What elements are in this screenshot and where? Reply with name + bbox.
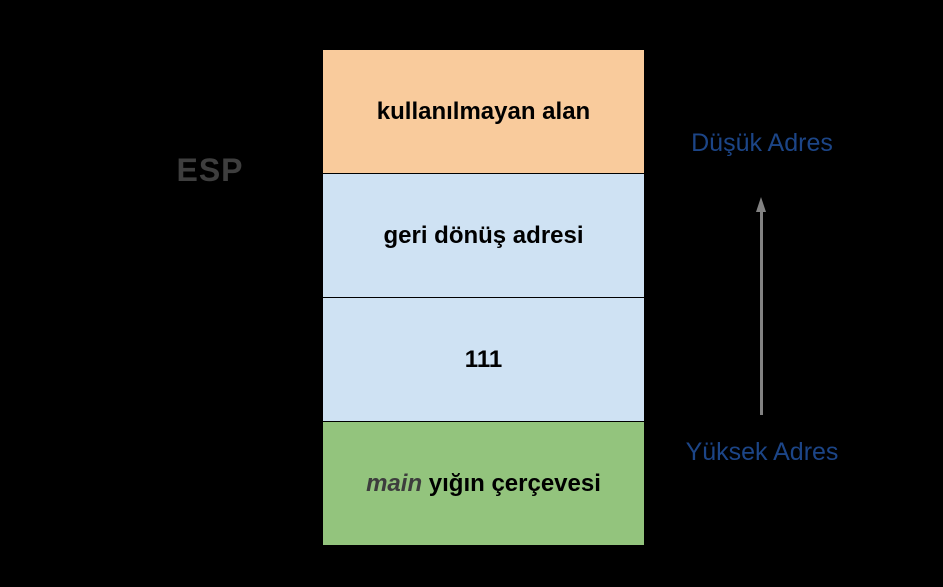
esp-register-label: ESP [176, 152, 244, 188]
stack-block-value-111: 111 [323, 297, 644, 421]
stack-block-return-address: geri dönüş adresi [323, 173, 644, 297]
stack-column: kullanılmayan alan geri dönüş adresi 111… [322, 49, 645, 546]
arrow-up-icon [756, 197, 766, 212]
high-address-label: Yüksek Adres [685, 438, 839, 466]
stack-block-main-stack-frame: main yığın çerçevesi [323, 421, 644, 545]
arrow-up-line [760, 211, 763, 415]
main-function-name: main [366, 469, 423, 497]
stack-block-unused-area: kullanılmayan alan [323, 50, 644, 173]
stack-block-label: geri dönüş adresi [383, 221, 584, 249]
stack-block-label: 111 [464, 345, 503, 373]
low-address-label: Düşük Adres [691, 129, 833, 157]
stack-block-label: kullanılmayan alan [376, 97, 591, 125]
stack-block-label: yığın çerçevesi [422, 469, 601, 497]
